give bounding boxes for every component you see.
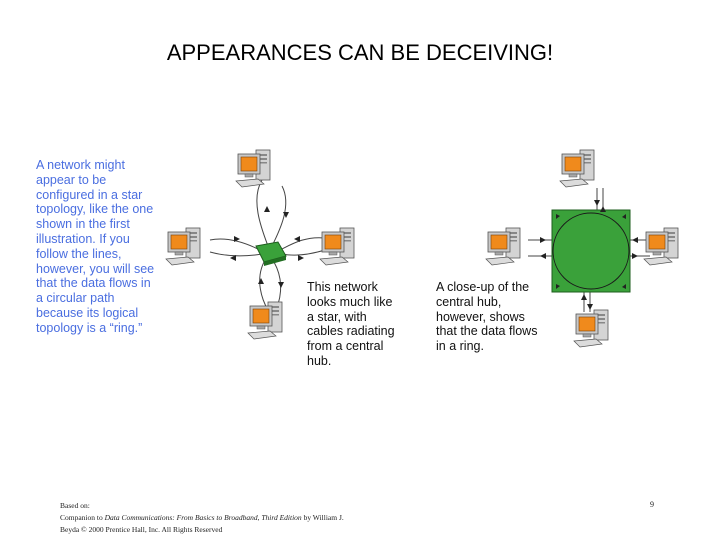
computer-icon xyxy=(573,309,609,348)
caption-line: however, you will see xyxy=(36,261,155,276)
caption-line: central hub, xyxy=(436,294,502,309)
computer-icon xyxy=(247,301,283,340)
computer-icon xyxy=(643,227,679,266)
caption-line: A network might xyxy=(36,158,125,172)
computer-icon xyxy=(235,149,271,188)
caption-line: in a ring. xyxy=(436,339,484,354)
closeup-caption: A close-up of the central hub, however, … xyxy=(436,280,537,354)
footer-based-on: Based on: xyxy=(60,501,90,510)
footer-companion-prefix: Companion to xyxy=(60,513,105,522)
star-caption: This network looks much like a star, wit… xyxy=(307,280,395,369)
computer-icon xyxy=(559,149,595,188)
page-number: 9 xyxy=(650,500,654,509)
caption-line: cables radiating xyxy=(307,324,395,339)
computer-icon xyxy=(319,227,355,266)
slide-title: APPEARANCES CAN BE DECEIVING! xyxy=(166,40,554,65)
caption-line: illustration. If you xyxy=(36,231,130,246)
caption-line: that the data flows in xyxy=(36,276,151,291)
closeup-hub xyxy=(551,209,631,293)
footer-author: by William J. xyxy=(301,513,344,522)
computer-icon xyxy=(485,227,521,266)
caption-line: topology, like the one xyxy=(36,202,154,217)
footer-copyright: Beyda © 2000 Prentice Hall, Inc. All Rig… xyxy=(60,525,223,534)
caption-line: A close-up of the xyxy=(436,280,530,294)
closeup-flow-arrows xyxy=(540,200,638,310)
left-caption: A network might appear to be configured … xyxy=(36,158,154,336)
caption-line: that the data flows xyxy=(436,324,538,339)
caption-line: appear to be xyxy=(36,172,107,187)
caption-line: topology is a “ring.” xyxy=(36,320,143,335)
caption-line: looks much like xyxy=(307,294,393,309)
footer-book-title: Data Communications: From Basics to Broa… xyxy=(104,513,302,522)
caption-line: because its logical xyxy=(36,305,139,320)
caption-line: This network xyxy=(307,280,378,294)
caption-line: a circular path xyxy=(36,291,115,306)
caption-line: from a central xyxy=(307,339,384,354)
caption-line: follow the lines, xyxy=(36,246,122,261)
computer-icon xyxy=(165,227,201,266)
star-hub xyxy=(255,241,287,266)
caption-line: a star, with xyxy=(307,309,367,324)
caption-line: however, shows xyxy=(436,309,525,324)
caption-line: shown in the first xyxy=(36,217,130,232)
source-footer: Based on: Companion to Data Communicatio… xyxy=(60,500,344,536)
footer-citation: Companion to Data Communications: From B… xyxy=(60,512,344,524)
star-flow-arrows xyxy=(230,206,304,288)
caption-line: hub. xyxy=(307,353,332,368)
caption-line: configured in a star xyxy=(36,187,143,202)
